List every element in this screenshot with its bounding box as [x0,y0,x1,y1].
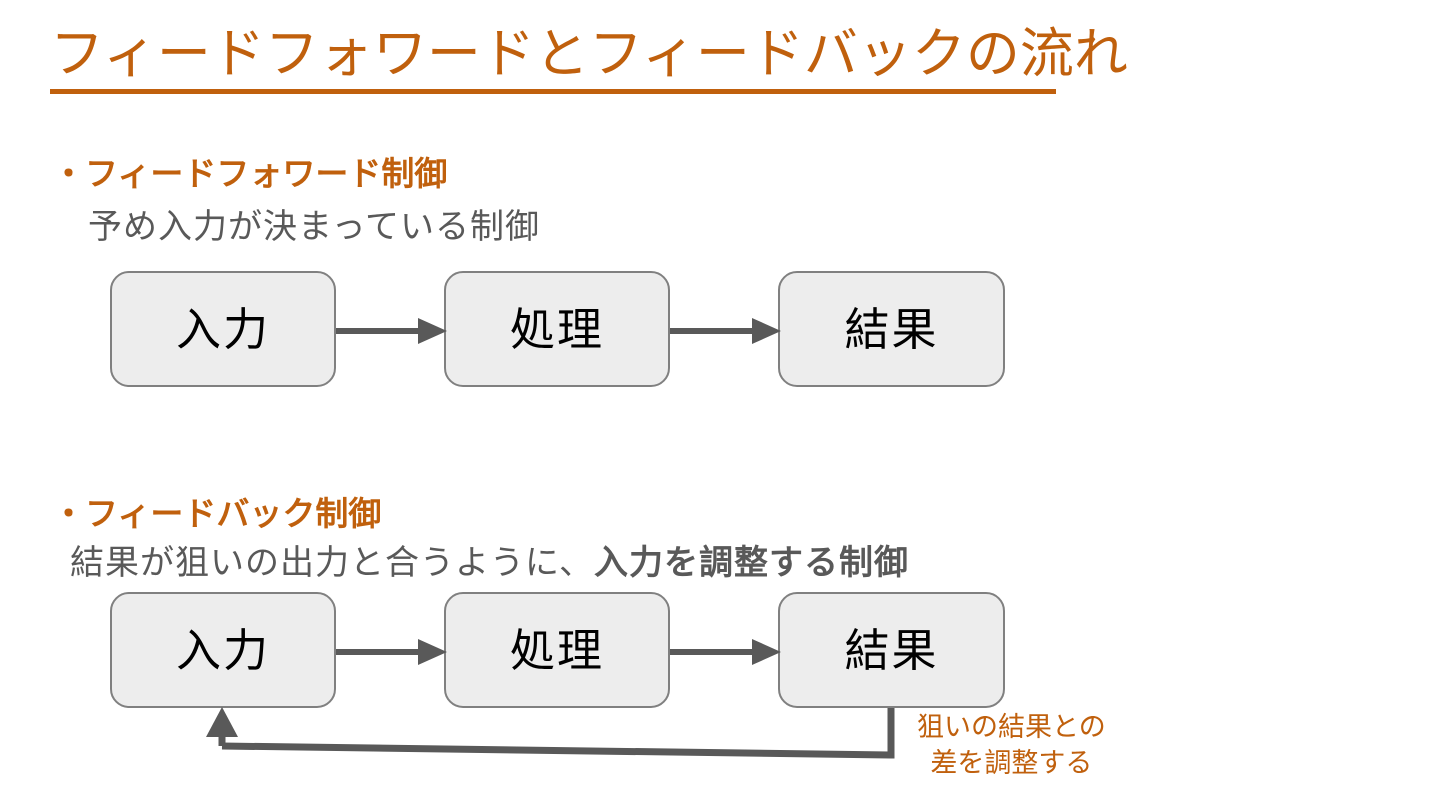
arrow-process-to-result-feedforward [670,318,781,344]
flow-box-label: 結果 [844,302,939,356]
title-underline [50,89,1056,94]
flow-box-label: 結果 [844,623,939,677]
flow-box-label: 処理 [509,302,604,356]
arrow-input-to-process-feedforward [336,318,447,344]
arrow-input-to-process-feedback [336,639,447,665]
page-title: フィードフォワードとフィードバックの流れ [50,22,1128,85]
flow-box-input-feedback: 入力 [110,592,336,708]
flow-box-label: 入力 [175,302,270,356]
flow-box-process-feedback: 処理 [444,592,670,708]
flow-box-label: 処理 [509,623,604,677]
section-heading-feedforward: ・フィードフォワード制御 [52,154,448,193]
flow-box-label: 入力 [175,623,270,677]
arrow-feedback-loop [206,707,895,759]
subtitle-bold-part: 入力を調整する制御 [593,543,909,583]
flow-box-result-feedforward: 結果 [778,271,1005,387]
section-heading-feedback: ・フィードバック制御 [52,494,382,533]
section-subtitle-feedback: 結果が狙いの出力と合うように、入力を調整する制御 [70,535,909,584]
subtitle-plain-part: 結果が狙いの出力と合うように、 [70,543,594,583]
flow-box-input-feedforward: 入力 [110,271,336,387]
feedback-annotation: 狙いの結果との 差を調整する [917,710,1106,783]
feedback-annotation-line1: 狙いの結果との [917,712,1106,743]
section-subtitle-feedforward: 予め入力が決まっている制御 [88,207,540,247]
feedback-annotation-line2: 差を調整する [930,748,1093,780]
arrow-process-to-result-feedback [670,639,781,665]
flow-box-result-feedback: 結果 [778,592,1005,708]
flow-box-process-feedforward: 処理 [444,271,670,387]
